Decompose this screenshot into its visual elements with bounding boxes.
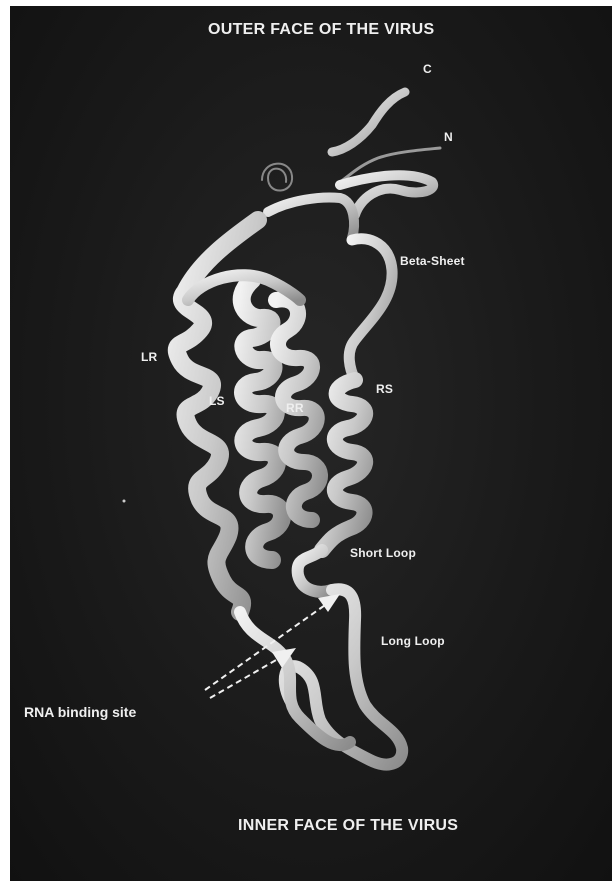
c-terminal-strand xyxy=(332,92,405,152)
long-loop xyxy=(285,589,402,764)
top-helix-coil xyxy=(262,164,292,191)
rs-helix xyxy=(322,380,365,550)
ls-helix-label: LS xyxy=(209,394,225,408)
n-terminus-label: N xyxy=(444,130,453,144)
short-loop-label: Short Loop xyxy=(350,546,416,560)
long-loop-label: Long Loop xyxy=(381,634,445,648)
ls-helix xyxy=(242,280,282,560)
beta-sheet-label: Beta-Sheet xyxy=(400,254,465,268)
rr-helix-label: RR xyxy=(286,401,304,415)
lr-helix-label: LR xyxy=(141,350,157,364)
rs-helix-label: RS xyxy=(376,382,393,396)
bottom-loop xyxy=(240,612,350,745)
rna-binding-site-label: RNA binding site xyxy=(24,704,136,720)
c-terminus-label: C xyxy=(423,62,432,76)
speck xyxy=(123,500,126,503)
inner-face-title: INNER FACE OF THE VIRUS xyxy=(238,817,458,835)
beta-sheet-strand xyxy=(349,239,392,380)
top-loop-left xyxy=(268,198,354,238)
outer-face-title: OUTER FACE OF THE VIRUS xyxy=(208,21,434,39)
